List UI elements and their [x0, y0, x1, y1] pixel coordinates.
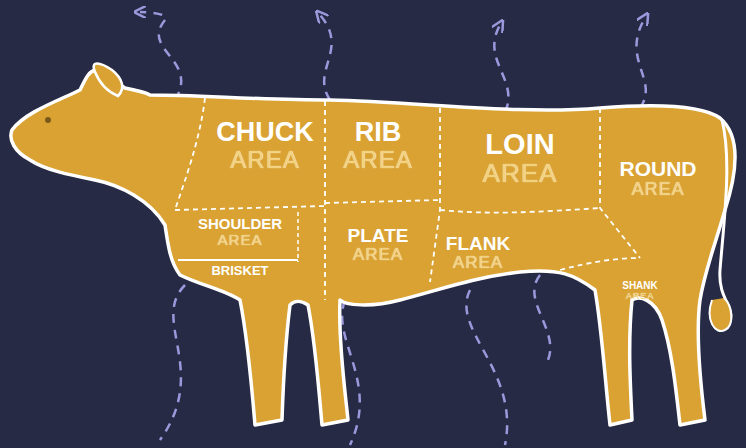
brisket-line	[178, 259, 298, 261]
area-label: AREA	[453, 254, 503, 272]
flow-arrow	[140, 12, 181, 100]
cut-name: RIB	[355, 118, 402, 146]
area-label: AREA	[218, 232, 263, 248]
cut-divider	[175, 206, 325, 210]
area-label: AREA	[483, 160, 558, 187]
cut-name: CHUCK	[216, 118, 314, 146]
cut-divider	[297, 212, 299, 262]
cow-body	[11, 70, 735, 425]
flow-arrow	[636, 18, 645, 108]
cut-divider	[430, 108, 440, 282]
area-label: AREA	[343, 147, 412, 172]
cut-region: SHOULDERAREA	[183, 212, 298, 252]
cut-region: PLATEAREA	[328, 222, 428, 268]
cut-region: RIBAREA	[328, 113, 428, 177]
flow-arrow	[160, 285, 185, 440]
cut-region: FLANKAREA	[433, 231, 523, 275]
cut-name: SHOULDER	[198, 216, 282, 232]
cut-divider	[560, 258, 640, 270]
cow-ear	[94, 64, 123, 97]
cut-region: CHUCKAREA	[200, 113, 330, 177]
cut-region: LOINAREA	[450, 123, 590, 193]
cut-divider	[440, 208, 600, 213]
cow-eye	[45, 117, 51, 123]
area-label: AREA	[230, 147, 299, 172]
tail-tuft	[710, 298, 732, 331]
flow-arrow	[466, 290, 507, 445]
flow-arrow	[320, 15, 332, 100]
area-label: AREA	[626, 292, 655, 301]
cut-name: FLANK	[446, 234, 510, 254]
cut-name: LOIN	[485, 129, 554, 159]
cut-divider	[324, 101, 326, 300]
cut-name: SHANK	[622, 281, 658, 292]
area-label: AREA	[631, 180, 684, 199]
cut-region: SHANKAREA	[610, 278, 670, 304]
cut-region: BRISKET	[185, 262, 295, 280]
cut-region: ROUNDAREA	[608, 153, 708, 203]
flow-arrow	[494, 25, 508, 112]
area-label: AREA	[353, 246, 403, 264]
cut-name: ROUND	[620, 158, 697, 180]
flow-arrow	[534, 275, 550, 360]
cut-divider	[175, 98, 205, 210]
cut-name: PLATE	[348, 226, 409, 246]
cow-tail	[717, 120, 731, 328]
cut-divider	[325, 200, 440, 203]
cut-dividers	[175, 98, 640, 300]
cut-name: BRISKET	[211, 264, 268, 278]
